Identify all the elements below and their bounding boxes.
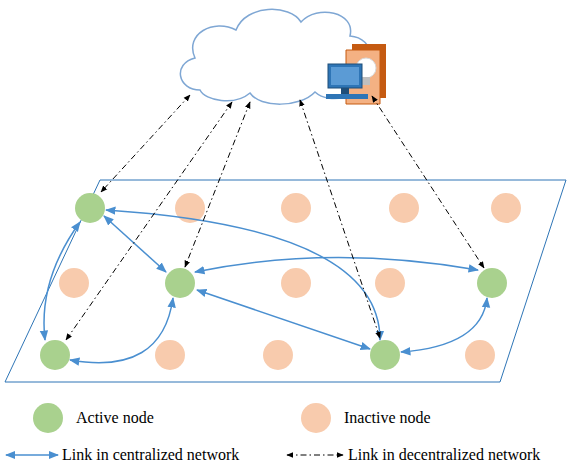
legend-text: Active node	[76, 408, 154, 428]
decentralized-links	[66, 95, 484, 340]
network-plane	[5, 180, 566, 382]
legend-swatch	[33, 403, 63, 433]
server-icon	[326, 44, 386, 104]
cloud-shape	[180, 9, 370, 104]
legend-text: Inactive node	[344, 408, 431, 428]
legend-text: Link in centralized network	[62, 445, 239, 464]
legend-swatch	[301, 403, 331, 433]
legend-dashed-sample	[287, 455, 343, 456]
legend-solid-sample	[6, 454, 58, 456]
legend-text: Link in decentralized network	[348, 445, 540, 464]
active-nodes	[40, 193, 507, 370]
centralized-links	[44, 210, 487, 363]
inactive-nodes	[59, 193, 521, 370]
